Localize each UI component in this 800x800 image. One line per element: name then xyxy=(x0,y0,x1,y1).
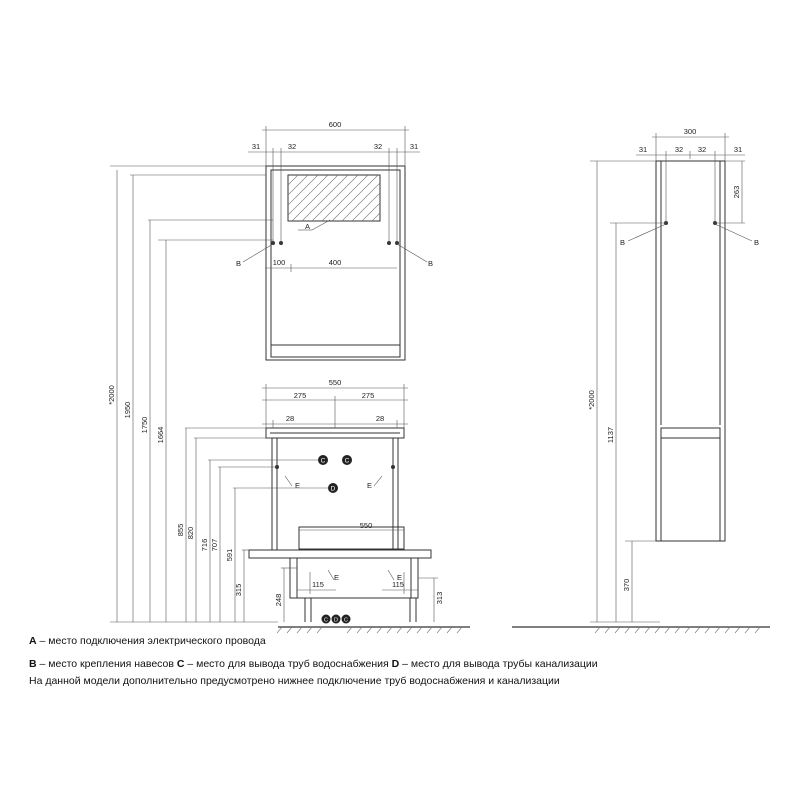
mirror-segment-dimensions: 31 32 32 31 xyxy=(248,142,420,243)
dim-cabinet-width: 550 xyxy=(360,521,373,530)
dim-col-h-370: 370 xyxy=(622,579,631,592)
label-a: A xyxy=(305,222,310,231)
column-height-dimensions: *2000 1137 370 xyxy=(587,160,666,622)
washbasin-cabinet: C C D C D C E E E E xyxy=(248,427,432,624)
svg-text:C: C xyxy=(324,618,328,624)
dim-offset-right: 115 xyxy=(392,580,404,589)
svg-text:C: C xyxy=(344,618,348,624)
dim-h-1950: 1950 xyxy=(123,402,132,419)
dim-h-855: 855 xyxy=(176,524,185,537)
floor-right xyxy=(512,621,770,634)
dim-seg-3: 32 xyxy=(374,142,382,151)
dim-seg-1: 31 xyxy=(252,142,260,151)
dim-basin-half-right: 275 xyxy=(362,391,375,400)
dim-edge-left: 28 xyxy=(286,414,294,423)
label-b-right: B xyxy=(754,238,759,247)
water-outlet-c-bottom-icon xyxy=(321,614,331,624)
left-height-dimensions: *2000 1950 1750 1664 xyxy=(107,165,273,622)
mount-point-icon xyxy=(391,465,395,469)
dim-mount-400: 400 xyxy=(329,258,342,267)
dim-edge-right: 28 xyxy=(376,414,384,423)
label-b-left: B xyxy=(620,238,625,247)
legend: A – место подключения электрического про… xyxy=(29,633,789,690)
dim-basin-width: 550 xyxy=(329,378,342,387)
label-b-right: B xyxy=(428,259,433,268)
water-outlet-c-bottom-icon xyxy=(341,614,351,624)
dim-h-1664: 1664 xyxy=(156,427,165,444)
bottom-offset-dimensions: 115 115 xyxy=(297,572,418,594)
dim-h-313: 313 xyxy=(435,592,444,605)
dim-offset-left: 115 xyxy=(312,580,324,589)
dim-col-seg-1: 31 xyxy=(639,145,647,154)
label-e: E xyxy=(334,573,339,582)
washbasin-width-dimension: 550 275 275 28 28 xyxy=(262,378,408,428)
dim-h-716: 716 xyxy=(200,539,209,552)
mirror-cabinet: B B A xyxy=(236,165,433,361)
drain-outlet-d-bottom-icon xyxy=(331,614,341,624)
dim-basin-half-left: 275 xyxy=(294,391,307,400)
drain-outlet-d-icon xyxy=(328,483,338,493)
dim-col-seg-3: 32 xyxy=(698,145,706,154)
label-e: E xyxy=(367,481,372,490)
water-outlet-c-icon xyxy=(318,455,328,465)
mirror-width-dimension: 600 xyxy=(262,120,409,166)
label-b-left: B xyxy=(236,259,241,268)
dim-h-2000: *2000 xyxy=(107,385,116,405)
legend-line-bcd: B – место крепления навесов C – место дл… xyxy=(29,658,598,670)
dim-col-h-2000: *2000 xyxy=(587,390,596,410)
dim-h-1750: 1750 xyxy=(140,417,149,434)
water-outlet-c-icon xyxy=(342,455,352,465)
label-e: E xyxy=(397,573,402,582)
washbasin-height-dimensions: 855 820 716 707 591 315 248 313 xyxy=(176,427,444,622)
cabinet-width-dimension: 550 xyxy=(299,521,404,531)
dim-mount-100: 100 xyxy=(273,258,286,267)
dim-h-248: 248 xyxy=(274,594,283,607)
mirror-mount-dimensions: 100 400 xyxy=(265,258,397,272)
svg-text:D: D xyxy=(334,618,338,624)
column-top-dimensions: 300 31 32 32 31 263 xyxy=(636,127,745,224)
dim-col-seg-4: 31 xyxy=(734,145,742,154)
svg-text:C: C xyxy=(321,458,326,465)
dim-column-width: 300 xyxy=(684,127,697,136)
floor-left xyxy=(110,621,470,634)
dim-seg-4: 31 xyxy=(410,142,418,151)
tall-column: B B xyxy=(620,160,759,542)
dim-h-315: 315 xyxy=(234,584,243,597)
svg-text:C: C xyxy=(345,458,350,465)
label-e: E xyxy=(295,481,300,490)
electric-box xyxy=(287,174,381,222)
dim-h-820: 820 xyxy=(186,527,195,540)
dim-h-591: 591 xyxy=(225,549,234,562)
legend-note: На данной модели дополнительно предусмот… xyxy=(29,675,560,687)
dim-mirror-width: 600 xyxy=(329,120,342,129)
dim-col-seg-2: 32 xyxy=(675,145,683,154)
svg-text:D: D xyxy=(331,486,336,493)
dim-col-h-1137: 1137 xyxy=(606,427,615,443)
legend-line-a: A – место подключения электрического про… xyxy=(29,635,266,647)
dim-h-707: 707 xyxy=(210,539,219,552)
dim-col-263: 263 xyxy=(732,186,741,199)
dim-seg-2: 32 xyxy=(288,142,296,151)
